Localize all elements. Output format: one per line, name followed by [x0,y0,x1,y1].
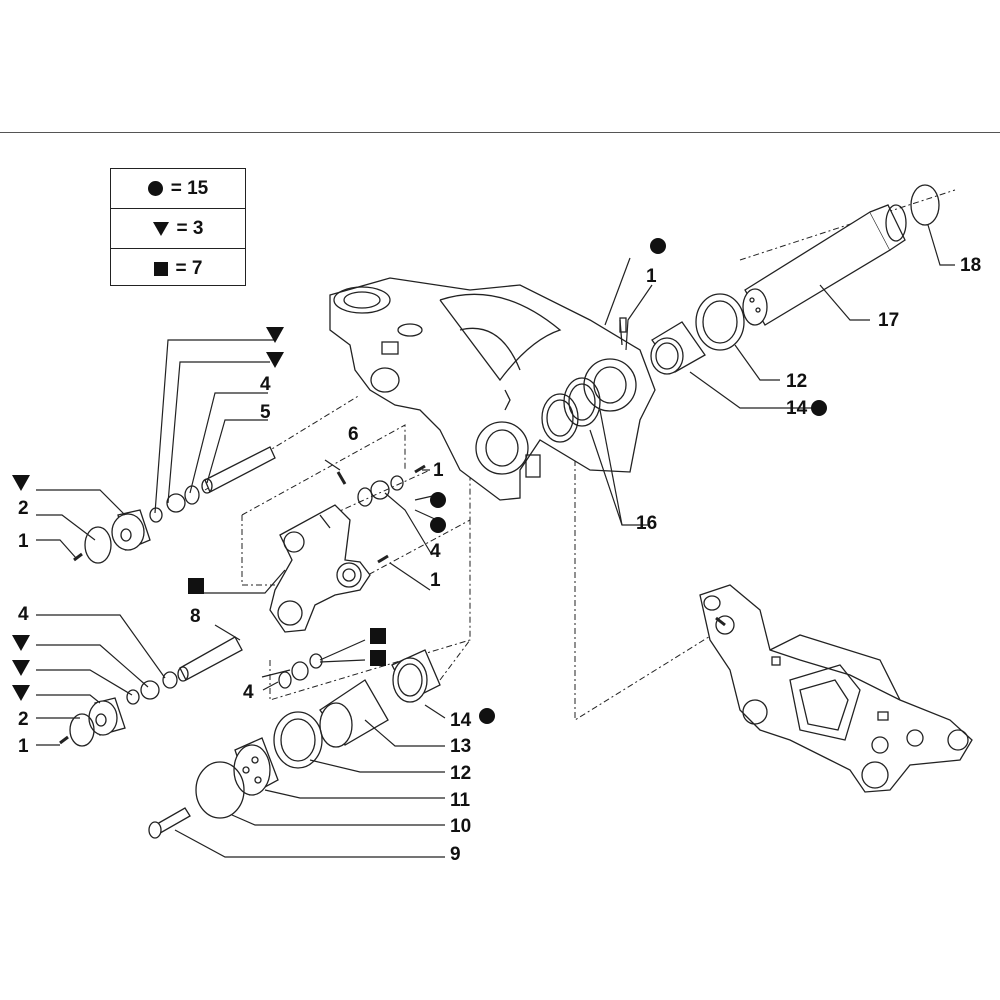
callout-17: 17 [878,310,899,331]
callout-14-b: 14 [786,398,808,419]
callout-11: 11 [450,790,471,811]
callout-16: 16 [636,513,657,534]
legend-triangle-text: = 3 [176,217,204,239]
callout-4-d: 4 [243,682,254,703]
left-upper-hardware [73,446,276,564]
callout-1-b: 1 [646,266,657,287]
callout-5: 5 [260,402,271,423]
lower-left-hardware [59,636,323,747]
callout-1-a: 1 [18,531,29,552]
legend-row-triangle: = 3 [111,209,245,249]
seal-rings-16 [541,377,601,443]
legend-row-circle: = 15 [111,169,245,209]
filled-circle-icon [147,181,163,196]
reference-marks [12,238,827,724]
leader-lines [36,224,955,858]
callout-10: 10 [450,816,471,837]
callout-4-a: 4 [260,374,271,395]
symbol-legend: = 15 = 3 = 7 [110,168,246,286]
header-divider [0,132,1000,133]
filled-square-icon [153,261,168,276]
lower-pivot-assembly [148,649,441,839]
callout-6: 6 [348,424,359,445]
callout-12-a: 12 [450,763,471,784]
legend-circle-text: = 15 [170,177,209,199]
callout-4-c: 4 [18,604,29,625]
filled-triangle-icon [152,221,169,236]
overview-chassis [699,584,973,793]
callout-2-b: 2 [18,709,29,730]
callout-8: 8 [190,606,201,627]
callout-13: 13 [450,736,471,757]
callout-4-b: 4 [430,541,441,562]
legend-row-square: = 7 [111,249,245,288]
callout-1-e: 1 [18,736,29,757]
upper-frame-casting [329,277,656,501]
middle-right-hardware [357,464,426,564]
middle-link-arm [269,471,371,633]
callout-18: 18 [960,255,981,276]
upper-pin-assembly [650,184,940,375]
callout-labels: 1 1 1 1 2 1 4 5 6 4 8 4 2 1 4 14 13 12 1… [18,255,981,865]
callout-1-c: 1 [433,460,444,481]
callout-9: 9 [450,844,461,865]
callout-2-a: 2 [18,498,29,519]
callout-14-a: 14 [450,710,472,731]
callout-12-b: 12 [786,371,807,392]
legend-square-text: = 7 [175,257,203,279]
callout-1-d: 1 [430,570,441,591]
